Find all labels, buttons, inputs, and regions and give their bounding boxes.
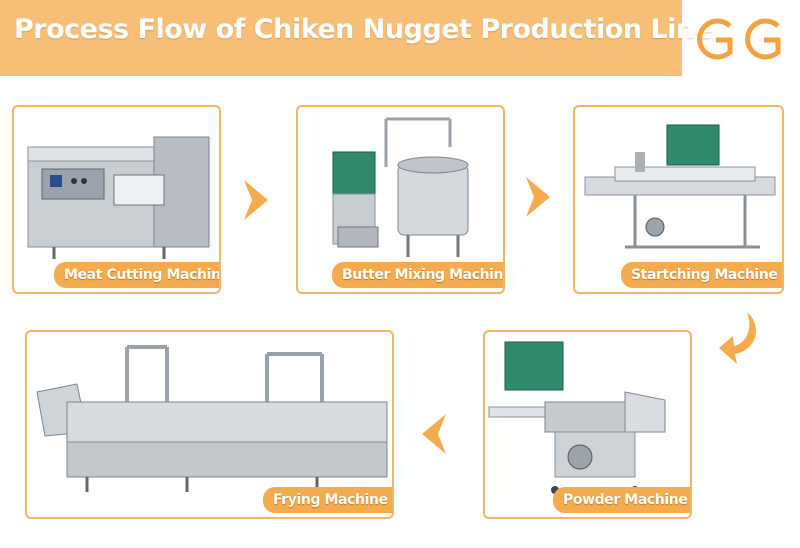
arrow-curve-down-icon <box>719 312 757 364</box>
butter-mixing-machine-image <box>332 117 469 257</box>
step-card-butter-mixing: Butter Mixing Machine <box>296 105 505 294</box>
step-card-meat-cutting: Meat Cutting Machine <box>12 105 221 294</box>
step-card-frying: Frying Machine <box>25 330 394 519</box>
step-label-startching: Startching Machine <box>621 262 782 288</box>
arrow-right-icon <box>244 180 268 220</box>
frying-machine-image <box>36 345 388 492</box>
meat-cutting-machine-image <box>27 136 210 259</box>
gg-logo-icon <box>697 18 781 60</box>
step-label-powder: Powder Machine <box>553 487 690 513</box>
step-label-butter-mixing: Butter Mixing Machine <box>332 262 503 288</box>
arrow-right-icon <box>526 177 550 217</box>
step-card-powder: Powder Machine <box>483 330 692 519</box>
step-label-meat-cutting: Meat Cutting Machine <box>54 262 219 288</box>
page-title: Process Flow of Chiken Nugget Production… <box>14 14 713 45</box>
startching-machine-image <box>584 124 776 249</box>
arrow-left-icon <box>422 414 446 454</box>
powder-machine-image <box>488 341 666 494</box>
step-label-frying: Frying Machine <box>263 487 392 513</box>
brand-logo <box>690 8 790 70</box>
header-banner: Process Flow of Chiken Nugget Production… <box>0 0 713 76</box>
step-card-startching: Startching Machine <box>573 105 784 294</box>
